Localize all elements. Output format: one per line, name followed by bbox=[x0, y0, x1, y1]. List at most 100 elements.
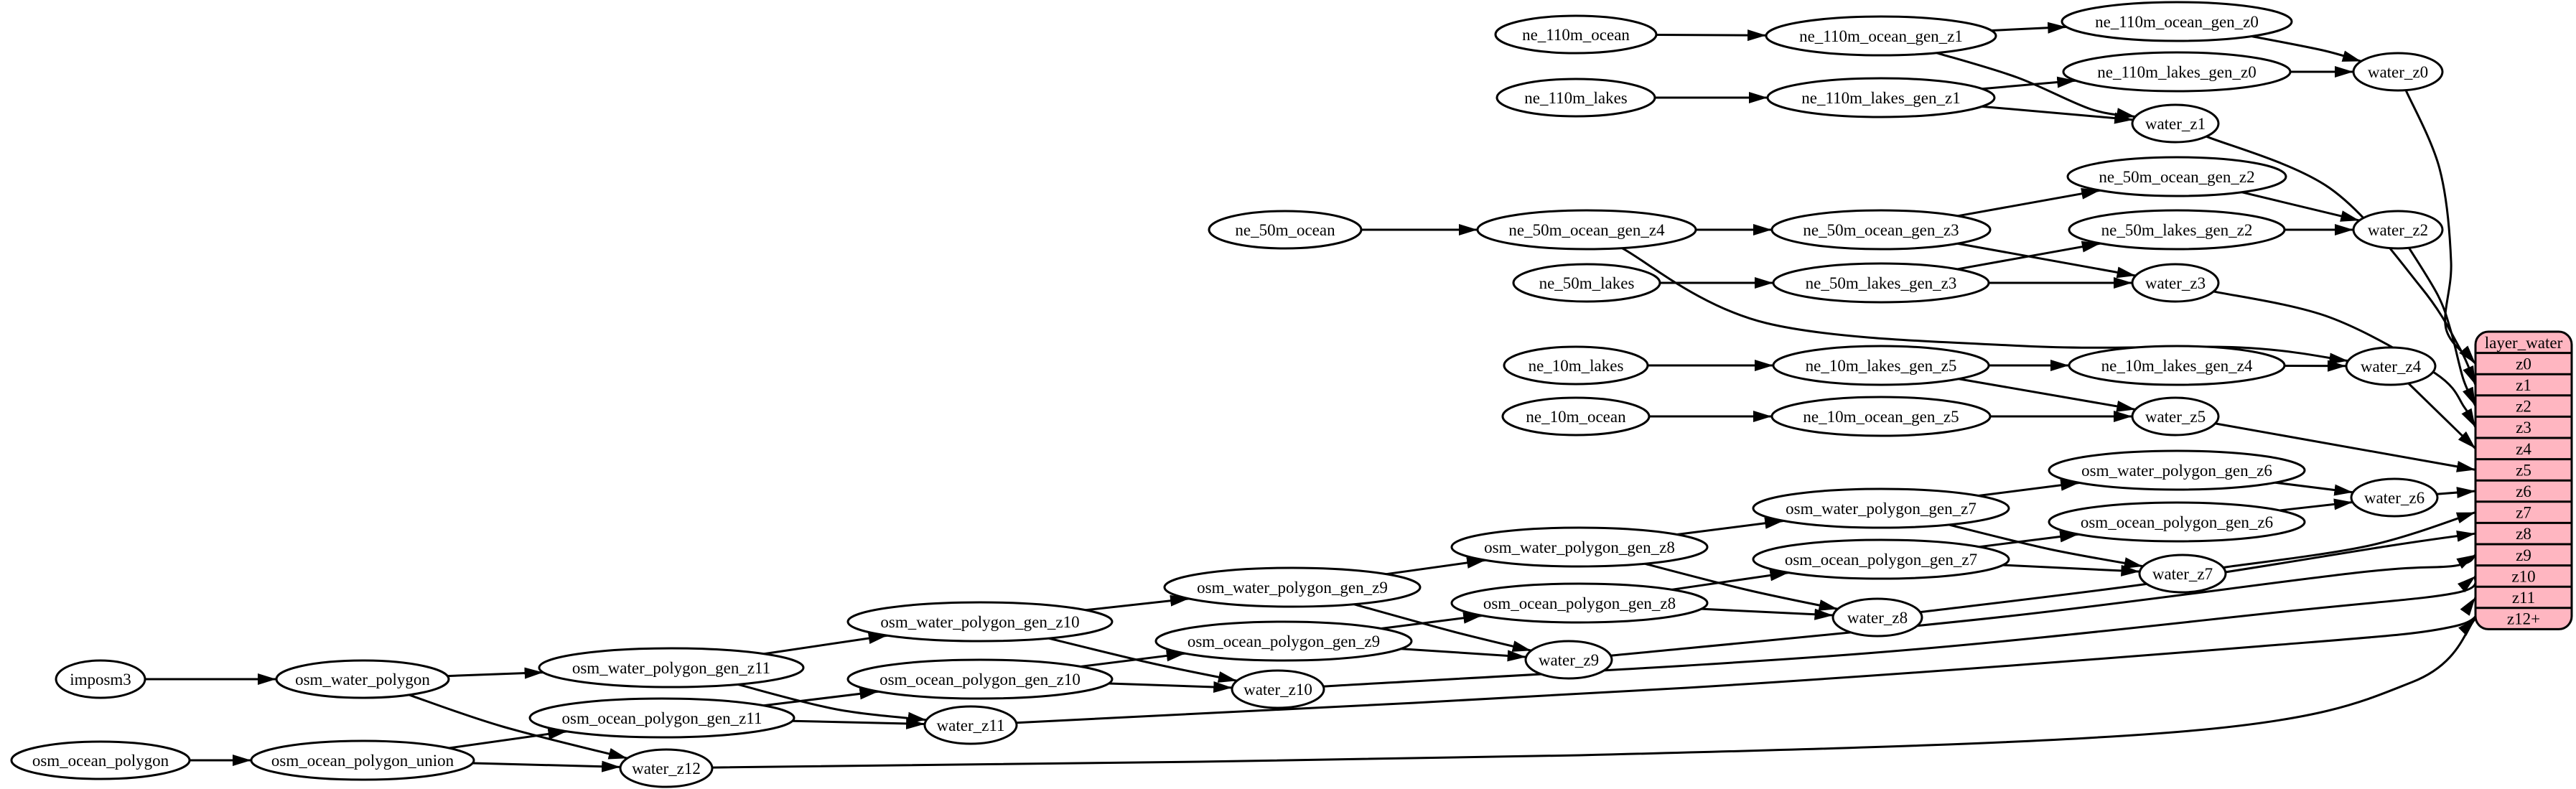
node-label-water_z8: water_z8 bbox=[1847, 609, 1908, 627]
edge-water_z7-to-layer_water-z7 bbox=[2223, 511, 2476, 569]
node-ne_50m_ocean_gen_z4: ne_50m_ocean_gen_z4 bbox=[1476, 209, 1697, 251]
node-ellipse-water_z1 bbox=[2131, 103, 2220, 144]
node-label-water_z9: water_z9 bbox=[1539, 651, 1599, 669]
node-ellipse-ne_50m_lakes_gen_z3 bbox=[1772, 262, 1990, 304]
node-label-water_z11: water_z11 bbox=[937, 716, 1005, 734]
node-ne_50m_ocean_gen_z2: ne_50m_ocean_gen_z2 bbox=[2066, 156, 2287, 197]
node-water_z4: water_z4 bbox=[2345, 346, 2437, 386]
node-osm_water_polygon_gen_z10: osm_water_polygon_gen_z10 bbox=[846, 601, 1114, 643]
node-label-osm_ocean_polygon_gen_z11: osm_ocean_polygon_gen_z11 bbox=[562, 709, 762, 727]
edge-osm_water_polygon_gen_z7-to-water_z7 bbox=[1949, 523, 2144, 569]
node-ellipse-water_z11 bbox=[923, 705, 1018, 745]
node-ne_10m_ocean_gen_z5: ne_10m_ocean_gen_z5 bbox=[1770, 396, 1992, 437]
edge-water_z6-to-layer_water-z6 bbox=[2436, 487, 2476, 499]
node-ellipse-ne_110m_lakes_gen_z1 bbox=[1766, 77, 1996, 118]
node-water_z11: water_z11 bbox=[923, 705, 1018, 745]
node-ellipse-osm_water_polygon_gen_z10 bbox=[846, 601, 1114, 643]
edge-osm_ocean_polygon_gen_z11-to-water_z11 bbox=[792, 717, 925, 729]
node-ellipse-water_z8 bbox=[1831, 597, 1923, 638]
node-water_z7: water_z7 bbox=[2138, 554, 2227, 594]
layer-water-header: layer_water bbox=[2485, 334, 2563, 352]
node-ellipse-osm_water_polygon_gen_z11 bbox=[538, 647, 805, 688]
node-ne_50m_lakes_gen_z2: ne_50m_lakes_gen_z2 bbox=[2068, 209, 2286, 251]
node-osm_water_polygon: osm_water_polygon bbox=[275, 659, 450, 699]
node-label-water_z6: water_z6 bbox=[2364, 489, 2425, 507]
node-osm_water_polygon_gen_z6: osm_water_polygon_gen_z6 bbox=[2048, 449, 2306, 491]
node-label-ne_50m_ocean: ne_50m_ocean bbox=[1235, 221, 1335, 239]
node-label-water_z5: water_z5 bbox=[2145, 408, 2206, 426]
node-water_z1: water_z1 bbox=[2131, 103, 2220, 144]
node-ellipse-ne_50m_ocean_gen_z4 bbox=[1476, 209, 1697, 251]
edge-osm_water_polygon_gen_z7-to-osm_water_polygon_gen_z6 bbox=[1978, 479, 2080, 498]
node-label-osm_water_polygon_gen_z10: osm_water_polygon_gen_z10 bbox=[880, 613, 1079, 631]
node-ne_110m_lakes_gen_z1: ne_110m_lakes_gen_z1 bbox=[1766, 77, 1996, 118]
node-label-water_z12: water_z12 bbox=[632, 760, 701, 778]
node-ellipse-ne_110m_lakes_gen_z0 bbox=[2062, 51, 2292, 93]
node-water_z5: water_z5 bbox=[2131, 396, 2220, 436]
node-ne_50m_lakes_gen_z3: ne_50m_lakes_gen_z3 bbox=[1772, 262, 1990, 304]
layer-water-row-z9: z9 bbox=[2516, 546, 2531, 564]
node-label-osm_ocean_polygon_gen_z7: osm_ocean_polygon_gen_z7 bbox=[1785, 551, 1977, 569]
edge-water_z8-to-layer_water-z8 bbox=[1920, 530, 2476, 614]
edge-osm_water_polygon_gen_z11-to-water_z11 bbox=[737, 683, 927, 724]
node-ne_110m_ocean_gen_z0: ne_110m_ocean_gen_z0 bbox=[2061, 1, 2293, 42]
layer-water-row-z4: z4 bbox=[2516, 440, 2531, 458]
node-ellipse-water_z10 bbox=[1231, 669, 1325, 709]
node-ellipse-osm_water_polygon_gen_z7 bbox=[1752, 487, 2010, 529]
node-ellipse-ne_110m_lakes bbox=[1495, 78, 1656, 118]
node-label-ne_110m_lakes_gen_z0: ne_110m_lakes_gen_z0 bbox=[2097, 63, 2256, 81]
layer-water-row-z0: z0 bbox=[2516, 355, 2531, 373]
layer-water-row-z7: z7 bbox=[2516, 504, 2531, 522]
node-label-ne_110m_lakes: ne_110m_lakes bbox=[1524, 89, 1628, 107]
edge-water_z2-to-layer_water-z2 bbox=[2408, 247, 2477, 407]
node-ne_10m_ocean: ne_10m_ocean bbox=[1501, 396, 1651, 436]
node-label-water_z0: water_z0 bbox=[2368, 63, 2428, 81]
node-water_z2: water_z2 bbox=[2352, 210, 2444, 250]
node-ellipse-ne_10m_lakes bbox=[1503, 345, 1649, 386]
edge-ne_110m_ocean_gen_z0-to-water_z0 bbox=[2251, 35, 2362, 62]
edge-ne_110m_lakes_gen_z1-to-water_z1 bbox=[1982, 105, 2134, 124]
edge-osm_water_polygon_gen_z11-to-osm_water_polygon_gen_z10 bbox=[763, 632, 888, 655]
node-osm_water_polygon_gen_z7: osm_water_polygon_gen_z7 bbox=[1752, 487, 2010, 529]
layer-water-table: layer_waterz0z1z2z3z4z5z6z7z8z9z10z11z12… bbox=[2474, 330, 2573, 630]
edge-ne_50m_lakes_gen_z3-to-ne_50m_lakes_gen_z2 bbox=[1956, 241, 2101, 271]
node-label-osm_water_polygon_gen_z9: osm_water_polygon_gen_z9 bbox=[1197, 579, 1388, 597]
node-ne_10m_lakes_gen_z5: ne_10m_lakes_gen_z5 bbox=[1772, 345, 1990, 386]
layer-water-row-z3: z3 bbox=[2516, 419, 2531, 436]
node-label-osm_ocean_polygon_gen_z10: osm_ocean_polygon_gen_z10 bbox=[879, 671, 1081, 688]
edge-osm_water_polygon_gen_z8-to-water_z8 bbox=[1644, 562, 1838, 611]
node-label-imposm3: imposm3 bbox=[70, 671, 131, 688]
node-label-water_z4: water_z4 bbox=[2361, 358, 2422, 375]
edge-osm_water_polygon_gen_z8-to-osm_water_polygon_gen_z7 bbox=[1676, 517, 1784, 536]
edge-water_z11-to-layer_water-z11 bbox=[1016, 597, 2479, 724]
node-ne_50m_ocean: ne_50m_ocean bbox=[1208, 210, 1363, 250]
node-ellipse-imposm3 bbox=[55, 659, 146, 699]
node-label-ne_50m_lakes: ne_50m_lakes bbox=[1539, 274, 1635, 292]
node-label-ne_110m_lakes_gen_z1: ne_110m_lakes_gen_z1 bbox=[1801, 89, 1960, 107]
edge-osm_ocean_polygon_union-to-water_z12 bbox=[472, 760, 621, 772]
layer-water-row-z1: z1 bbox=[2516, 376, 2531, 394]
edge-osm_water_polygon_gen_z9-to-osm_water_polygon_gen_z8 bbox=[1386, 556, 1486, 576]
edge-osm_ocean_polygon_gen_z7-to-osm_ocean_polygon_gen_z6 bbox=[1979, 531, 2079, 548]
node-osm_ocean_polygon_union: osm_ocean_polygon_union bbox=[250, 739, 475, 781]
node-ne_50m_ocean_gen_z3: ne_50m_ocean_gen_z3 bbox=[1770, 209, 1992, 251]
edge-water_z4-to-layer_water-z4 bbox=[2407, 382, 2477, 449]
edges-layer bbox=[145, 22, 2479, 772]
node-label-water_z2: water_z2 bbox=[2368, 221, 2428, 239]
node-label-osm_ocean_polygon_union: osm_ocean_polygon_union bbox=[271, 752, 454, 770]
node-label-osm_water_polygon_gen_z6: osm_water_polygon_gen_z6 bbox=[2081, 462, 2272, 480]
edge-osm_ocean_polygon_gen_z10-to-osm_ocean_polygon_gen_z9 bbox=[1080, 650, 1185, 668]
edge-osm_ocean_polygon_gen_z10-to-water_z10 bbox=[1109, 681, 1233, 693]
node-ellipse-ne_10m_lakes_gen_z5 bbox=[1772, 345, 1990, 386]
node-label-osm_water_polygon_gen_z11: osm_water_polygon_gen_z11 bbox=[572, 659, 770, 677]
edge-osm_water_polygon-to-water_z12 bbox=[409, 694, 628, 760]
node-ellipse-osm_ocean_polygon bbox=[10, 740, 191, 780]
node-ellipse-osm_water_polygon bbox=[275, 659, 450, 699]
edge-osm_water_polygon-to-osm_water_polygon_gen_z11 bbox=[447, 667, 543, 679]
node-water_z12: water_z12 bbox=[619, 748, 714, 788]
node-ellipse-ne_110m_ocean_gen_z1 bbox=[1765, 15, 1997, 57]
node-ne_10m_lakes: ne_10m_lakes bbox=[1503, 345, 1649, 386]
edge-ne_50m_ocean_gen_z4-to-water_z4 bbox=[1621, 247, 2348, 365]
